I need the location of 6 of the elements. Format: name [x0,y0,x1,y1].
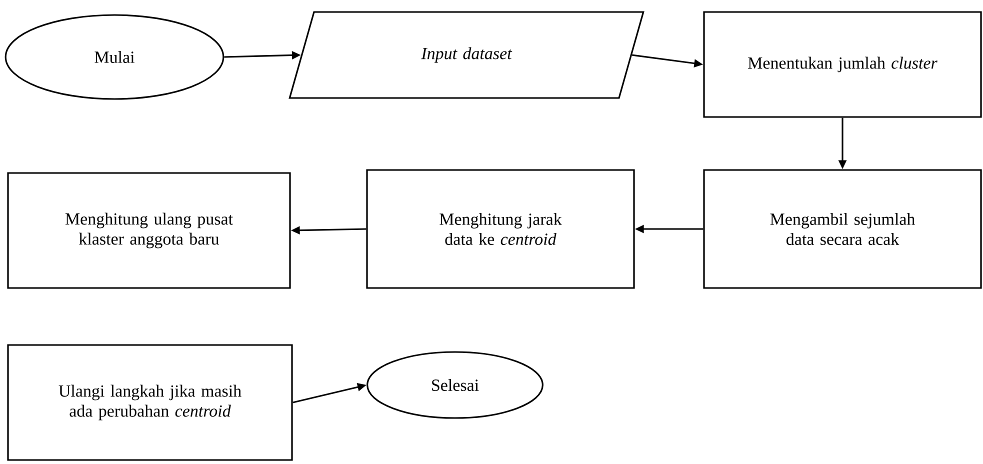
process-box: Menghitung ulang pusat klaster anggota baru [7,172,291,289]
process-box: Menghitung jarak data ke centroid [366,169,635,289]
input-parallelogram: Input dataset [288,11,644,99]
process-box: Menentukan jumlah cluster [703,11,982,118]
process-box: Mengambil sejumlah data secara acak [703,169,982,289]
process-box: Ulangi langkah jika masih ada perubahan centroid [7,344,293,461]
